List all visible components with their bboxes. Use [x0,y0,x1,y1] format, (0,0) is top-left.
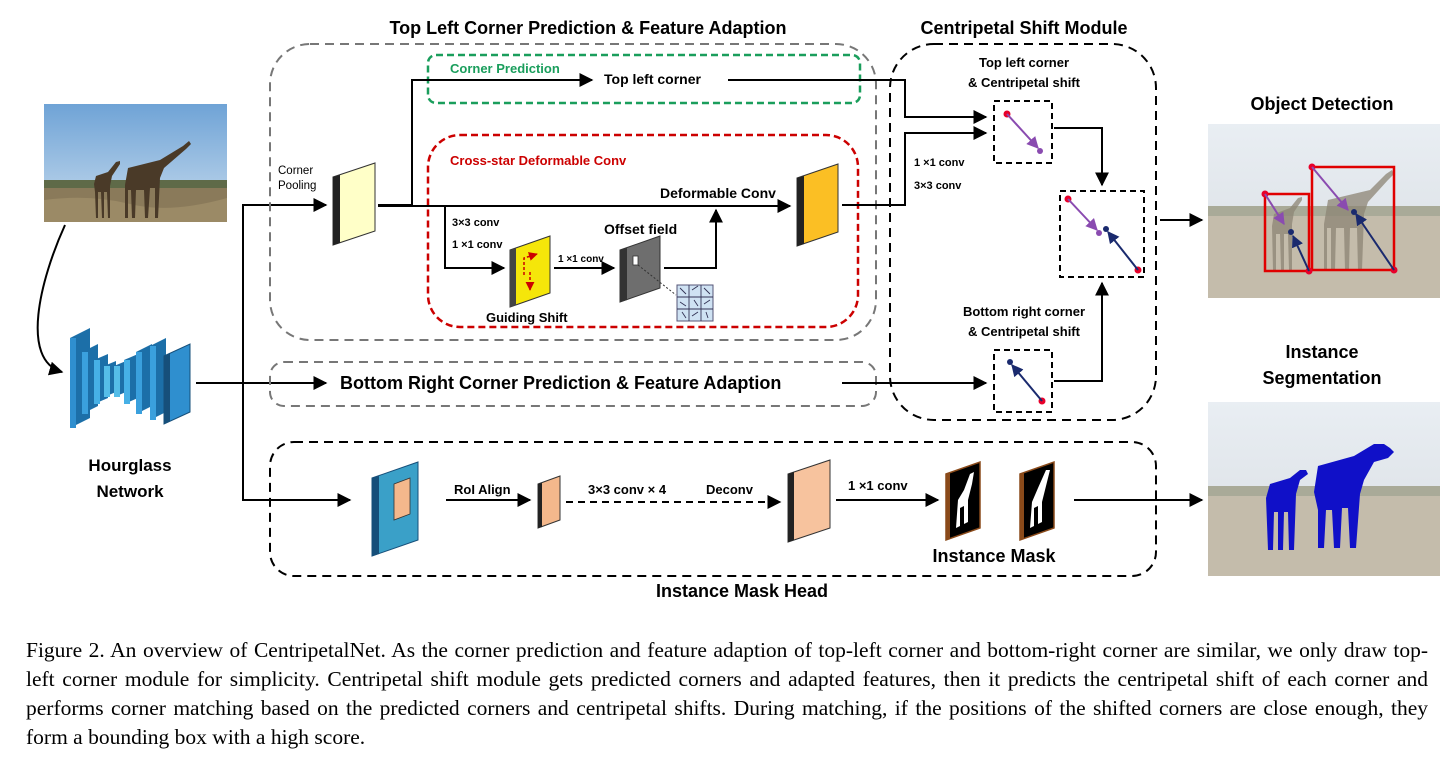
corner-prediction-label: Corner Prediction [450,61,560,76]
det-small-br-shift [1292,234,1310,272]
object-detection-title: Object Detection [1250,94,1393,114]
bottom-right-module-title: Bottom Right Corner Prediction & Feature… [340,373,781,393]
guiding-shift-arrow-right [523,252,538,275]
br-shift-label-1: Bottom right corner [963,304,1085,319]
instance-mask-2 [1019,460,1055,542]
arrow-deformable-to-csm [842,126,988,206]
segmentation-image [1208,402,1440,576]
corner-pooling-feature-map [332,162,376,246]
arrow-pool-to-corner-prediction [378,73,594,206]
giraffe-small [94,161,120,218]
detection-image [1208,124,1440,298]
detection-box-large [1310,165,1396,272]
instance-mask-1 [945,460,981,542]
br-shifted-point [1007,359,1013,365]
mask-small-giraffe [1266,470,1308,550]
hourglass-network [70,328,191,428]
csm-conv3x3-label: 3×3 conv [914,180,962,192]
conv3x3x4-label: 3×3 conv × 4 [588,482,667,497]
roi-feature [537,475,561,529]
matching-br-shifted [1103,226,1109,232]
tl-shift-label-1: Top left corner [979,55,1069,70]
input-image [44,104,227,222]
det-large-br-shift [1355,213,1395,271]
tl-shift-arrow [1006,113,1039,149]
instance-mask-head-box [269,441,1157,577]
arrow-hourglass-to-mask-branch [242,383,352,507]
guiding-shift-label: Guiding Shift [486,310,568,325]
guiding-shift-map [509,235,551,308]
conv1x1-label: 1 ×1 conv [452,239,503,251]
mask-conv1x1-label: 1 ×1 conv [848,478,908,493]
det-small-tl-shift [1264,193,1285,226]
instance-seg-title-2: Segmentation [1262,368,1381,388]
top-left-corner-label: Top left corner [604,71,702,87]
br-shift-arrow [1011,364,1043,402]
matching-tl-shift [1067,198,1098,231]
csm-title: Centripetal Shift Module [921,18,1128,38]
arrow-tl-to-matching [1054,127,1109,187]
csm-box [889,43,1157,421]
corner-pooling-label-1: Corner [278,165,313,177]
conv3x3-label: 3×3 conv [452,217,500,229]
conv1x1-small-label: 1 ×1 conv [558,254,604,265]
cross-star-box [426,133,860,329]
deconv-feature [787,459,831,543]
matching-box [1059,190,1145,278]
deconv-label: Deconv [706,482,754,497]
instance-seg-title-1: Instance [1285,342,1358,362]
matching-tl-shifted [1096,230,1102,236]
instance-mask-head-label: Instance Mask Head [656,581,828,601]
arrow-image-to-hourglass [36,224,66,376]
tl-shift-label-2: & Centripetal shift [968,75,1081,90]
mask-large-giraffe [1314,444,1394,548]
hourglass-label-2: Network [96,482,164,501]
roi-align-label: RoI Align [454,482,511,497]
detection-box-small [1263,192,1311,273]
offset-field-label: Offset field [604,221,677,237]
det-large-center [1351,209,1357,215]
tl-shifted-point [1037,148,1043,154]
det-large-tl-shift [1311,166,1349,211]
br-shift-label-2: & Centripetal shift [968,324,1081,339]
offset-grid-icon [676,284,714,322]
offset-field-map [619,235,661,303]
top-left-module-title: Top Left Corner Prediction & Feature Ada… [389,18,786,38]
instance-mask-label: Instance Mask [932,546,1056,566]
arrow-pool-to-guiding-shift [444,206,506,275]
corner-pooling-label-2: Pooling [278,180,316,192]
csm-conv1x1-label: 1 ×1 conv [914,157,965,169]
deformable-output-map [796,163,839,247]
matching-br-shift [1107,231,1139,271]
arrow-offset-to-deformable [664,208,723,269]
arrow-corner-prediction-to-csm [728,79,988,124]
offset-zoom-line [637,264,677,296]
arrow-br-to-matching [1054,281,1109,382]
figure-caption: Figure 2. An overview of CentripetalNet.… [26,638,1428,749]
det-small-center [1288,229,1294,235]
deformable-conv-label: Deformable Conv [660,185,776,201]
cross-star-label: Cross-star Deformable Conv [450,153,627,168]
arrow-hourglass-to-top-branch [242,198,328,383]
mask-feature-map [371,461,419,557]
centripetalnet-diagram: Hourglass Network Top Left Corner Predic… [36,18,1440,601]
hourglass-label-1: Hourglass [88,456,171,475]
top-left-module-box [269,43,877,341]
giraffe-large [125,141,191,218]
